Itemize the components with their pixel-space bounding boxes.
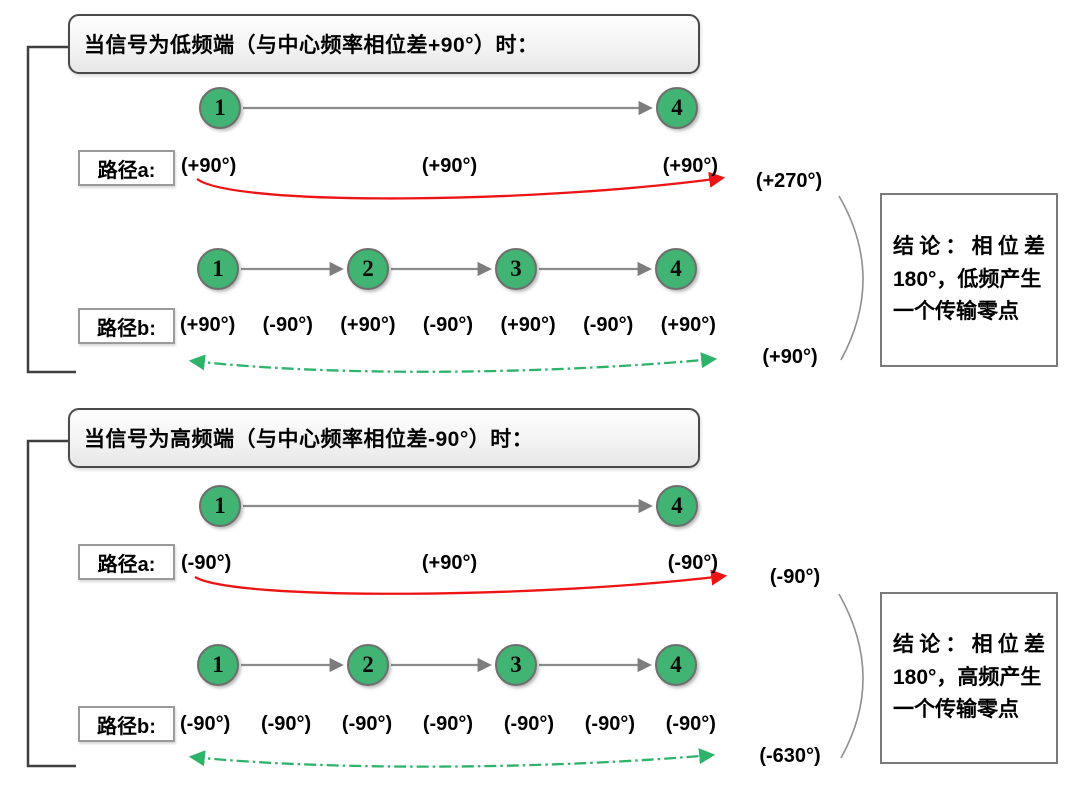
- section2-sum-brace: [838, 593, 864, 759]
- phase-label: (+90°): [421, 155, 478, 177]
- section2-left-bracket: [26, 439, 76, 768]
- conclusion-line: 一个传输零点: [893, 300, 1019, 324]
- phase-label: (-90°): [181, 552, 232, 574]
- section1-path-b-label: 路径b:: [78, 308, 175, 344]
- phase-label: (-90°): [260, 713, 312, 735]
- section2-header: 当信号为高频端（与中心频率相位差-90°）时：: [68, 408, 700, 468]
- section1-path-b-node-1: 1: [197, 248, 239, 290]
- section2-path-b-sum-arrow: [188, 748, 716, 768]
- phase-label: (-90°): [667, 552, 718, 574]
- section1-path-a-sum-label: (+270°): [755, 170, 823, 192]
- section2-path-b-phases: (-90°) (-90°) (-90°) (-90°) (-90°) (-90°…: [180, 713, 716, 736]
- phase-label: (-90°): [503, 713, 555, 735]
- section2-path-b-label: 路径b:: [78, 706, 175, 742]
- section1-path-b-node-3: 3: [495, 248, 537, 290]
- phase-label: (-90°): [665, 713, 716, 735]
- phase-label: (-90°): [422, 314, 474, 336]
- phase-label: (-90°): [262, 314, 313, 336]
- section2-path-b-node-2: 2: [347, 644, 389, 686]
- section1-sum-brace: [838, 195, 864, 361]
- section1-path-a-label: 路径a:: [78, 150, 175, 186]
- section1-path-b-node-4: 4: [655, 248, 697, 290]
- section2-path-a-node-1: 1: [199, 485, 241, 527]
- section2-path-a-sum-arrow: [194, 569, 728, 595]
- conclusion-line: 一个传输零点: [893, 698, 1019, 722]
- section1-path-b-phases: (+90°) (-90°) (+90°) (-90°) (+90°) (-90°…: [180, 314, 716, 337]
- section2-path-a-label: 路径a:: [78, 544, 175, 580]
- phase-label: (+90°): [421, 552, 478, 574]
- phase-label: (+90°): [662, 155, 718, 177]
- phase-label: (-90°): [584, 713, 635, 735]
- conclusion-line: 结论：相位差: [893, 235, 1045, 259]
- phase-label: (-90°): [180, 713, 231, 735]
- conclusion-line: 180°，低频产生: [893, 267, 1042, 291]
- section2-path-b-node-4: 4: [655, 644, 697, 686]
- section1-header-text: 当信号为低频端（与中心频率相位差+90°）时：: [84, 34, 539, 57]
- section2-path-a-node-4: 4: [656, 485, 698, 527]
- conclusion-line: 180°，高频产生: [893, 665, 1042, 689]
- conclusion-line: 结论：相位差: [893, 633, 1045, 657]
- section2-header-text: 当信号为高频端（与中心频率相位差-90°）时：: [84, 428, 534, 451]
- section2-path-b-node-3: 3: [495, 644, 537, 686]
- phase-label: (-90°): [422, 713, 474, 735]
- section1-conclusion-box: 结论：相位差 180°，低频产生 一个传输零点: [880, 193, 1058, 367]
- section2-conclusion-box: 结论：相位差 180°，高频产生 一个传输零点: [880, 592, 1058, 764]
- phase-label: (+90°): [500, 314, 556, 336]
- section1-path-b-sum-arrow: [188, 352, 718, 373]
- section1-path-a-node-4: 4: [656, 87, 698, 129]
- phase-label: (+90°): [181, 155, 237, 177]
- phase-label: (+90°): [180, 314, 236, 336]
- phase-label: (+90°): [660, 314, 716, 336]
- section1-path-a-sum-arrow: [196, 171, 726, 200]
- section2-path-b-sum-label: (-630°): [759, 745, 821, 767]
- section2-path-b-node-1: 1: [197, 644, 239, 686]
- phase-label: (-90°): [341, 713, 393, 735]
- section1-header: 当信号为低频端（与中心频率相位差+90°）时：: [68, 14, 700, 74]
- section1-path-a-phases: (+90°) (+90°) (+90°): [181, 155, 718, 178]
- section2-path-a-sum-label: (-90°): [769, 566, 821, 588]
- section1-path-a-node-1: 1: [199, 87, 241, 129]
- phase-label: (+90°): [340, 314, 396, 336]
- section1-path-b-node-2: 2: [347, 248, 389, 290]
- section1-path-b-sum-label: (+90°): [762, 346, 818, 368]
- phase-label: (-90°): [583, 314, 634, 336]
- section2-path-a-phases: (-90°) (+90°) (-90°): [181, 552, 718, 575]
- section1-left-bracket: [26, 45, 76, 374]
